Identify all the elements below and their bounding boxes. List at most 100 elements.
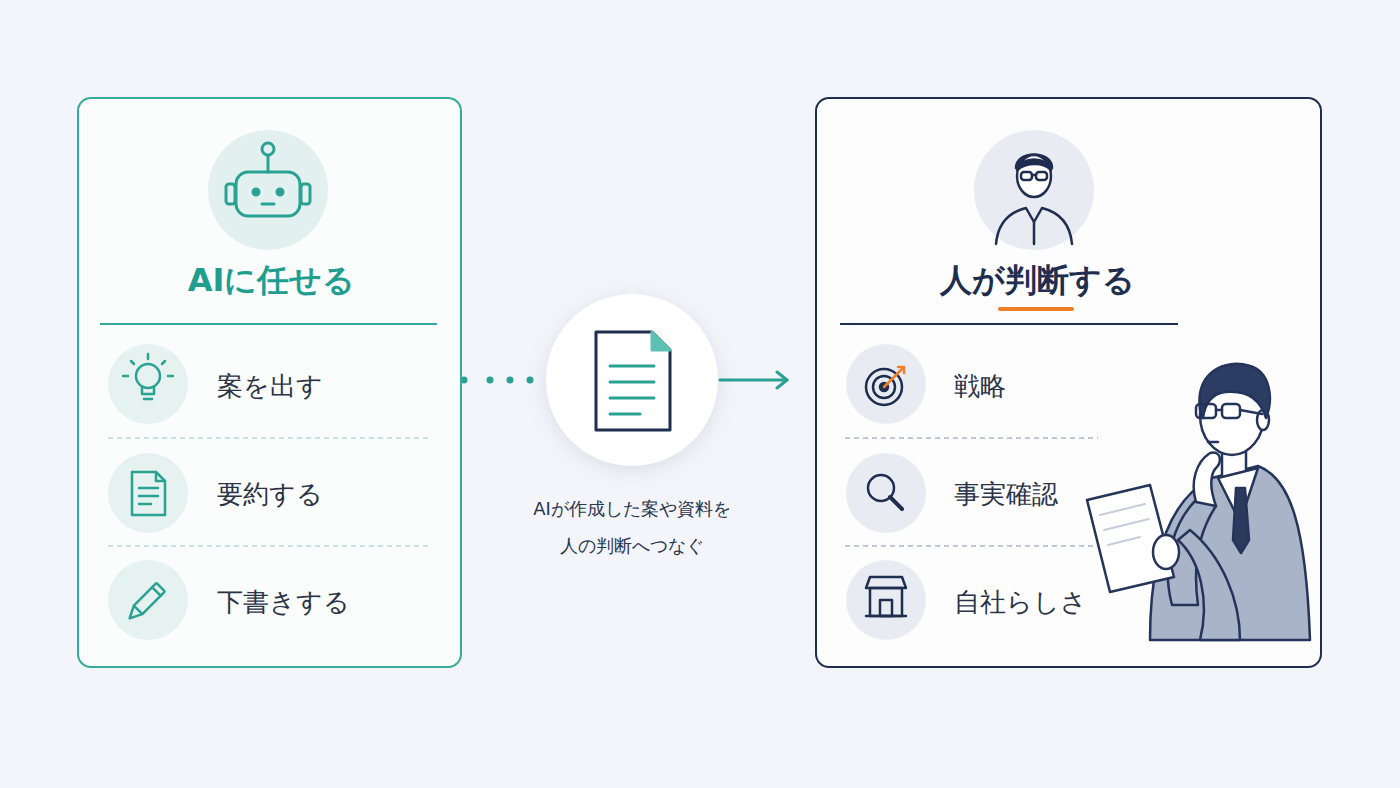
right-icons-part (898, 367, 904, 373)
person-icon-part (1017, 155, 1051, 197)
left-icons-part-part (125, 606, 142, 623)
left-icons (108, 344, 188, 640)
left-icons-part (144, 398, 152, 401)
item-label: 自社らしさ (842, 585, 1087, 619)
panel-grounds (77, 97, 1322, 668)
left-icons-part (108, 560, 188, 640)
right-icons-part (880, 600, 892, 616)
thinking-man-illustration-part (1240, 410, 1262, 414)
arrow-connector (720, 379, 787, 382)
left-icons-part (108, 344, 188, 424)
thinking-man-illustration-part (1199, 364, 1269, 418)
person-icon-part (1017, 160, 1051, 171)
hub-circle (512, 294, 752, 474)
item-label: 戦略 (842, 369, 1006, 403)
thinking-man-illustration-part (1178, 530, 1240, 640)
left-icons-part (132, 472, 165, 515)
person-icon-part (1036, 172, 1047, 180)
hub-circle-shape (546, 294, 718, 466)
thinking-man-illustration-part (1216, 409, 1222, 412)
left-icons-part (139, 495, 158, 498)
left-icons-part (108, 453, 188, 533)
right-icons-part (846, 344, 926, 424)
item-label: 事実確認 (842, 477, 1058, 511)
robot-icon-part (208, 130, 328, 250)
right-icons (846, 344, 926, 640)
ai-panel: 案を出す要約する下書きする AIに任せる (77, 97, 462, 668)
thinking-man-illustration-part (1208, 441, 1218, 444)
task-row: 要約する (102, 440, 439, 548)
robot-icon-part (262, 143, 274, 155)
robot-icon-part (262, 203, 274, 206)
left-icons-part (136, 364, 160, 388)
left-icons-part (168, 375, 173, 378)
left-icons-part-part (152, 587, 160, 595)
robot-icon (208, 130, 328, 250)
right-icons-part (866, 577, 906, 588)
left-rules-part (100, 323, 437, 325)
thinking-man-illustration-part (1153, 535, 1179, 569)
item-label: 案を出す (102, 369, 323, 403)
right-icons-part (846, 453, 926, 533)
right-rules-part (845, 545, 1098, 547)
right-icons-part (890, 497, 902, 509)
person-icon-part (1033, 222, 1036, 244)
right-icons-part (866, 369, 902, 405)
item-label: 要約する (102, 477, 323, 511)
left-icons-part (162, 361, 165, 364)
document-icon-part (610, 413, 640, 416)
left-icons-part (147, 354, 150, 359)
person-icon (974, 130, 1094, 250)
right-icons-part (884, 369, 902, 387)
right-icons-part (846, 560, 926, 640)
left-rules (100, 324, 437, 546)
thinking-man-illustration-part (1150, 466, 1310, 640)
left-icons-part (139, 487, 158, 490)
robot-icon-part (236, 172, 300, 216)
thinking-man-illustration-part (1108, 537, 1140, 545)
judgement-row: 戦略 (842, 332, 1100, 440)
panel-heading: AIに任せる (79, 260, 464, 300)
thinking-man-illustration-part (1100, 504, 1145, 515)
left-icons-part (156, 472, 165, 481)
left-icons-part-part (134, 583, 165, 614)
document-icon-part (610, 365, 654, 368)
thinking-man-illustration-part (1233, 488, 1249, 553)
document-icon-part (610, 397, 654, 400)
judgement-row: 事実確認 (842, 440, 1100, 548)
thinking-man-illustration (1087, 364, 1310, 640)
left-rules-part (108, 437, 432, 439)
right-icons-part (866, 615, 906, 618)
left-icons-part (125, 583, 165, 623)
item-label: 下書きする (102, 585, 350, 619)
panel-grounds-part (77, 97, 462, 668)
right-icons-part (870, 588, 902, 616)
document-hub: AIが作成した案や資料を 人の判断へつなぐ (512, 294, 752, 564)
human-panel: 戦略事実確認自社らしさ人が判断する (815, 97, 1322, 668)
document-icon-part (596, 332, 670, 430)
robot-icon-part (301, 184, 310, 204)
document-icon-part (652, 332, 670, 350)
person-icon-part (1032, 174, 1036, 177)
dotted-connector (464, 377, 544, 384)
left-rules-part (108, 545, 432, 547)
left-icons-part (131, 361, 134, 364)
hub-caption: AIが作成した案や資料を 人の判断へつなぐ (512, 490, 752, 564)
task-row: 案を出す (102, 332, 439, 440)
left-icons-part (139, 503, 151, 506)
right-rules-part (845, 437, 1098, 439)
task-row: 下書きする (102, 548, 439, 656)
person-icon-part (996, 208, 1072, 244)
left-icons-part (142, 388, 154, 394)
robot-icon-part (253, 189, 259, 195)
robot-icon-part (277, 189, 283, 195)
document-icon (596, 332, 670, 430)
person-icon-part (1021, 172, 1032, 180)
thinking-man-illustration-part (1104, 519, 1149, 530)
thinking-man-illustration-part (1194, 453, 1220, 506)
panel-grounds-part (815, 97, 1322, 668)
left-icons-part (123, 375, 128, 378)
right-rules-part (840, 323, 1178, 325)
